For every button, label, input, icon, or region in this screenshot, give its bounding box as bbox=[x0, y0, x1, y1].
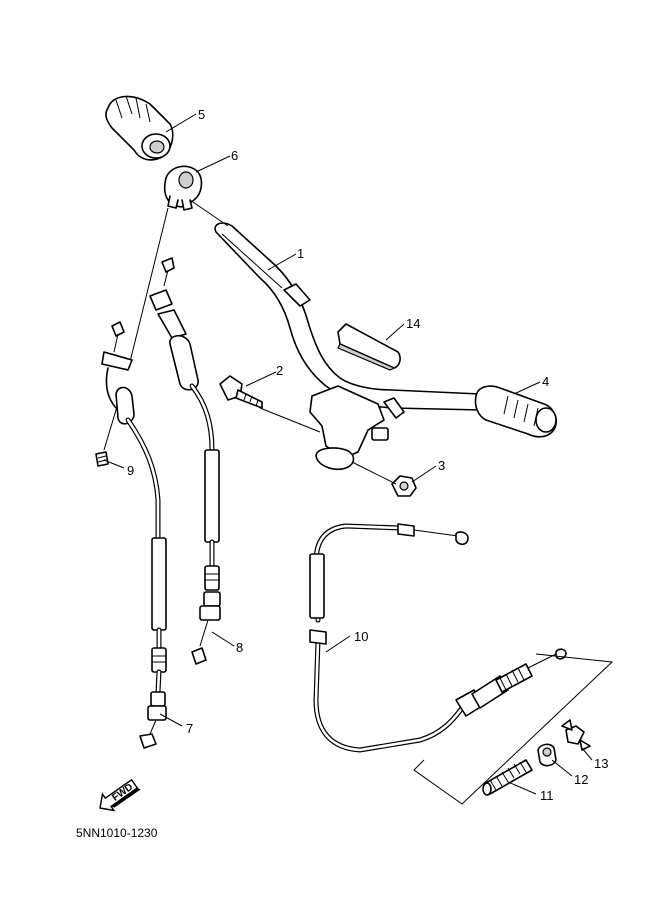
leader-line bbox=[195, 155, 231, 173]
leader-line bbox=[127, 207, 169, 371]
callout-4: 4 bbox=[542, 374, 549, 389]
fwd-arrow-icon: FWD bbox=[99, 778, 141, 812]
kit-bracket-line bbox=[413, 653, 614, 805]
callout-6: 6 bbox=[231, 148, 238, 163]
leader-line bbox=[411, 465, 437, 483]
callout-10: 10 bbox=[354, 629, 368, 644]
callout-8: 8 bbox=[236, 640, 243, 655]
callout-2: 2 bbox=[276, 363, 283, 378]
wing-nut-part-13[interactable] bbox=[561, 719, 591, 751]
left-grip-part-4[interactable] bbox=[474, 385, 557, 438]
callout-14: 14 bbox=[406, 316, 420, 331]
leader-line bbox=[211, 631, 235, 647]
callout-11: 11 bbox=[540, 788, 554, 803]
leader-line bbox=[259, 407, 321, 433]
leader-line bbox=[103, 459, 125, 469]
leader-line bbox=[351, 461, 397, 485]
callout-3: 3 bbox=[438, 458, 445, 473]
leader-line bbox=[325, 635, 351, 653]
leader-line bbox=[267, 253, 297, 271]
throttle-cable-part-8[interactable] bbox=[149, 257, 221, 665]
handlebar-part-1[interactable] bbox=[214, 222, 483, 471]
leader-line bbox=[581, 747, 593, 761]
throttle-grip-part-5[interactable] bbox=[105, 95, 174, 161]
callout-1: 1 bbox=[297, 246, 304, 261]
callout-13: 13 bbox=[594, 756, 608, 771]
callout-5: 5 bbox=[198, 107, 205, 122]
throttle-housing-part-6[interactable] bbox=[163, 165, 203, 211]
clutch-cable-part-10[interactable] bbox=[309, 523, 567, 753]
leader-line bbox=[245, 371, 277, 387]
leader-line bbox=[189, 199, 229, 227]
callout-7: 7 bbox=[186, 721, 193, 736]
collar-part-12[interactable] bbox=[537, 743, 557, 767]
callout-9: 9 bbox=[127, 463, 134, 478]
leader-line bbox=[551, 759, 573, 777]
nut-part-3[interactable] bbox=[391, 475, 417, 497]
leader-line bbox=[159, 713, 183, 727]
leader-line bbox=[165, 113, 197, 133]
callout-12: 12 bbox=[574, 772, 588, 787]
bolt-part-2[interactable] bbox=[219, 375, 263, 409]
leader-line bbox=[513, 381, 541, 395]
leader-line bbox=[385, 323, 405, 341]
throttle-cable-part-7[interactable] bbox=[101, 321, 167, 749]
spring-part-11[interactable] bbox=[482, 759, 533, 796]
drawing-code: 5NN1010-1230 bbox=[76, 826, 158, 840]
handlebar-pad-part-14[interactable] bbox=[337, 323, 401, 371]
leader-line bbox=[507, 781, 537, 795]
screw-part-9[interactable] bbox=[95, 451, 109, 467]
